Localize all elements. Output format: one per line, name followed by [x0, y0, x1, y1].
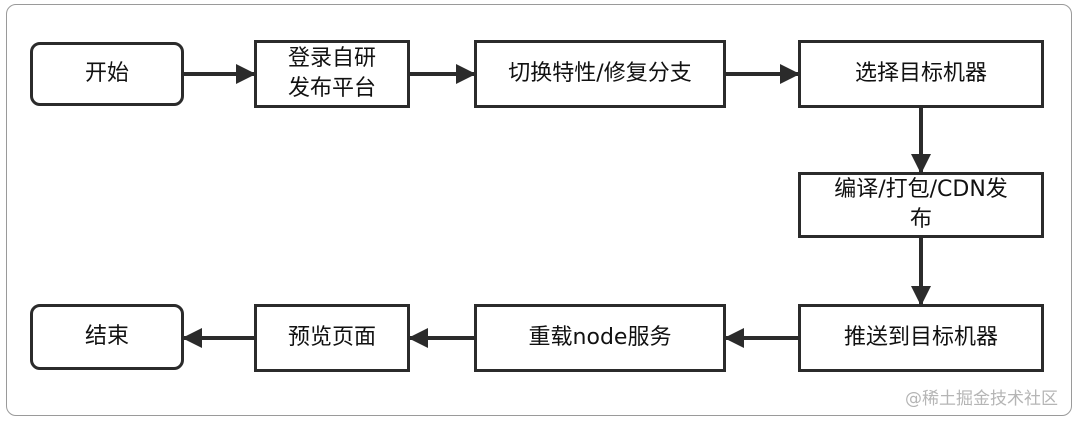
node-push: 推送到目标机器 — [798, 304, 1044, 372]
node-end: 结束 — [30, 304, 184, 370]
node-switch-branch: 切换特性/修复分支 — [474, 40, 726, 108]
node-start: 开始 — [30, 42, 184, 106]
watermark: @稀土掘金技术社区 — [905, 389, 1058, 409]
node-preview: 预览页面 — [254, 304, 410, 372]
node-reload: 重载node服务 — [474, 304, 726, 372]
node-build: 编译/打包/CDN发 布 — [798, 172, 1044, 238]
node-select-machine: 选择目标机器 — [798, 40, 1044, 108]
node-login: 登录自研 发布平台 — [254, 40, 410, 108]
